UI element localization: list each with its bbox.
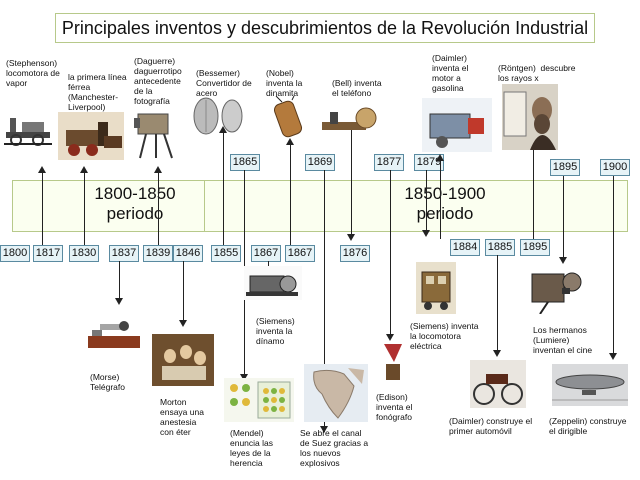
year-1895-b: 1895: [550, 159, 580, 176]
arrow-line: [183, 261, 184, 321]
arrow-line: [158, 172, 159, 245]
steam-locomotive-image: [4, 118, 52, 146]
dynamite-image: [273, 96, 303, 138]
caption-morse: (Morse) Telégrafo: [90, 372, 125, 392]
page-title: Principales inventos y descubrimientos d…: [55, 13, 595, 43]
caption-edison: (Edison) inventa el fonógrafo: [376, 392, 413, 422]
daguerreotype-camera-image: [134, 113, 173, 159]
arrow-line: [390, 170, 391, 335]
year-1837: 1837: [109, 245, 139, 262]
railway-train-image: [58, 112, 124, 160]
arrow-head-up: [154, 166, 162, 173]
bessemer-converter-image: [193, 97, 243, 135]
arrow-line: [351, 130, 352, 235]
arrow-line: [613, 176, 614, 354]
caption-zeppelin: (Zeppelin) construye el dirigible: [549, 416, 627, 436]
ether-anesthesia-painting-image: [152, 334, 214, 386]
year-1855: 1855: [211, 245, 241, 262]
arrow-head-down: [347, 234, 355, 241]
telephone-image: [322, 107, 377, 130]
year-1800: 1800: [0, 245, 30, 262]
arrow-head-down: [609, 353, 617, 360]
caption-siemens-dynamo: (Siemens) inventa la dínamo: [256, 316, 295, 346]
arrow-line: [497, 255, 498, 351]
arrow-head-up: [436, 154, 444, 161]
caption-daimler-car: (Daimler) construye el primer automóvil: [449, 416, 533, 436]
year-1877: 1877: [374, 154, 404, 171]
arrow-line: [563, 176, 564, 258]
period-divider: [204, 180, 205, 232]
caption-morton: Morton ensaya una anestesia con éter: [160, 397, 204, 437]
year-1867-b: 1867: [285, 245, 315, 262]
telegraph-image: [88, 321, 140, 348]
arrow-line: [533, 130, 534, 239]
year-1839: 1839: [143, 245, 173, 262]
rontgen-portrait-image: [502, 84, 558, 150]
arrow-head-up: [80, 166, 88, 173]
dynamo-image: [244, 266, 302, 300]
mendel-heredity-diagram-image: [224, 378, 294, 422]
caption-rontgen: (Röntgen) descubre los rayos x: [498, 63, 576, 83]
arrow-head-down: [320, 426, 328, 433]
arrow-line: [84, 172, 85, 245]
year-1884: 1884: [450, 239, 480, 256]
arrow-head-up: [286, 138, 294, 145]
arrow-head-down: [240, 374, 248, 381]
year-1869: 1869: [305, 154, 335, 171]
year-1900: 1900: [600, 159, 630, 176]
caption-suez: Se abre el canal de Suez gracias a los n…: [300, 428, 369, 468]
caption-daguerre: (Daguerre) daguerrotipo antecedente de l…: [134, 56, 182, 106]
arrow-line: [42, 172, 43, 245]
year-1885: 1885: [485, 239, 515, 256]
arrow-head-down: [422, 230, 430, 237]
year-1865: 1865: [230, 154, 260, 171]
suez-canal-map-image: [304, 364, 368, 422]
arrow-head-down: [493, 350, 501, 357]
cinematograph-image: [531, 272, 582, 314]
arrow-head-down: [179, 320, 187, 327]
arrow-line: [223, 132, 224, 245]
year-1895-a: 1895: [520, 239, 550, 256]
period-years: 1850-1900: [404, 184, 486, 203]
period-1850-1900: 1850-1900 periodo: [380, 184, 510, 224]
zeppelin-airship-image: [552, 364, 628, 406]
period-label: periodo: [416, 204, 474, 223]
arrow-head-down: [386, 334, 394, 341]
arrow-line: [268, 261, 269, 270]
period-label: periodo: [106, 204, 164, 223]
arrow-line: [440, 160, 441, 239]
timeline-band: [12, 180, 628, 232]
caption-bell: (Bell) inventa el teléfono: [332, 78, 382, 98]
caption-daimler-engine: (Daimler) inventa el motor a gasolina: [432, 53, 469, 93]
caption-siemens-locomotive: (Siemens) inventa la locomotora eléctric…: [410, 321, 479, 351]
arrow-head-down: [115, 298, 123, 305]
caption-nobel: (Nobel) inventa la dinamita: [266, 68, 303, 98]
period-1800-1850: 1800-1850 periodo: [70, 184, 200, 224]
first-automobile-image: [470, 360, 526, 408]
year-1846: 1846: [173, 245, 203, 262]
arrow-line: [324, 170, 325, 427]
arrow-line: [119, 261, 120, 299]
arrow-line: [290, 144, 291, 245]
caption-bessemer: (Bessemer) Convertidor de acero: [196, 68, 252, 98]
period-years: 1800-1850: [94, 184, 176, 203]
caption-mendel: (Mendel) enuncia las leyes de la herenci…: [230, 428, 274, 468]
arrow-head-up: [219, 126, 227, 133]
year-1867-a: 1867: [251, 245, 281, 262]
year-1876: 1876: [340, 245, 370, 262]
caption-lumiere: Los hermanos (Lumiere) inventan el cine: [533, 325, 593, 355]
caption-first-railway: la primera línea férrea (Manchester- Liv…: [68, 72, 127, 112]
arrow-head-up: [38, 166, 46, 173]
electric-locomotive-image: [416, 262, 456, 314]
year-1830: 1830: [69, 245, 99, 262]
gasoline-engine-image: [422, 98, 492, 152]
caption-stephenson: (Stephenson) locomotora de vapor: [6, 58, 60, 88]
year-1817: 1817: [33, 245, 63, 262]
phonograph-image: [384, 344, 402, 380]
arrow-head-down: [559, 257, 567, 264]
arrow-line: [426, 170, 427, 231]
